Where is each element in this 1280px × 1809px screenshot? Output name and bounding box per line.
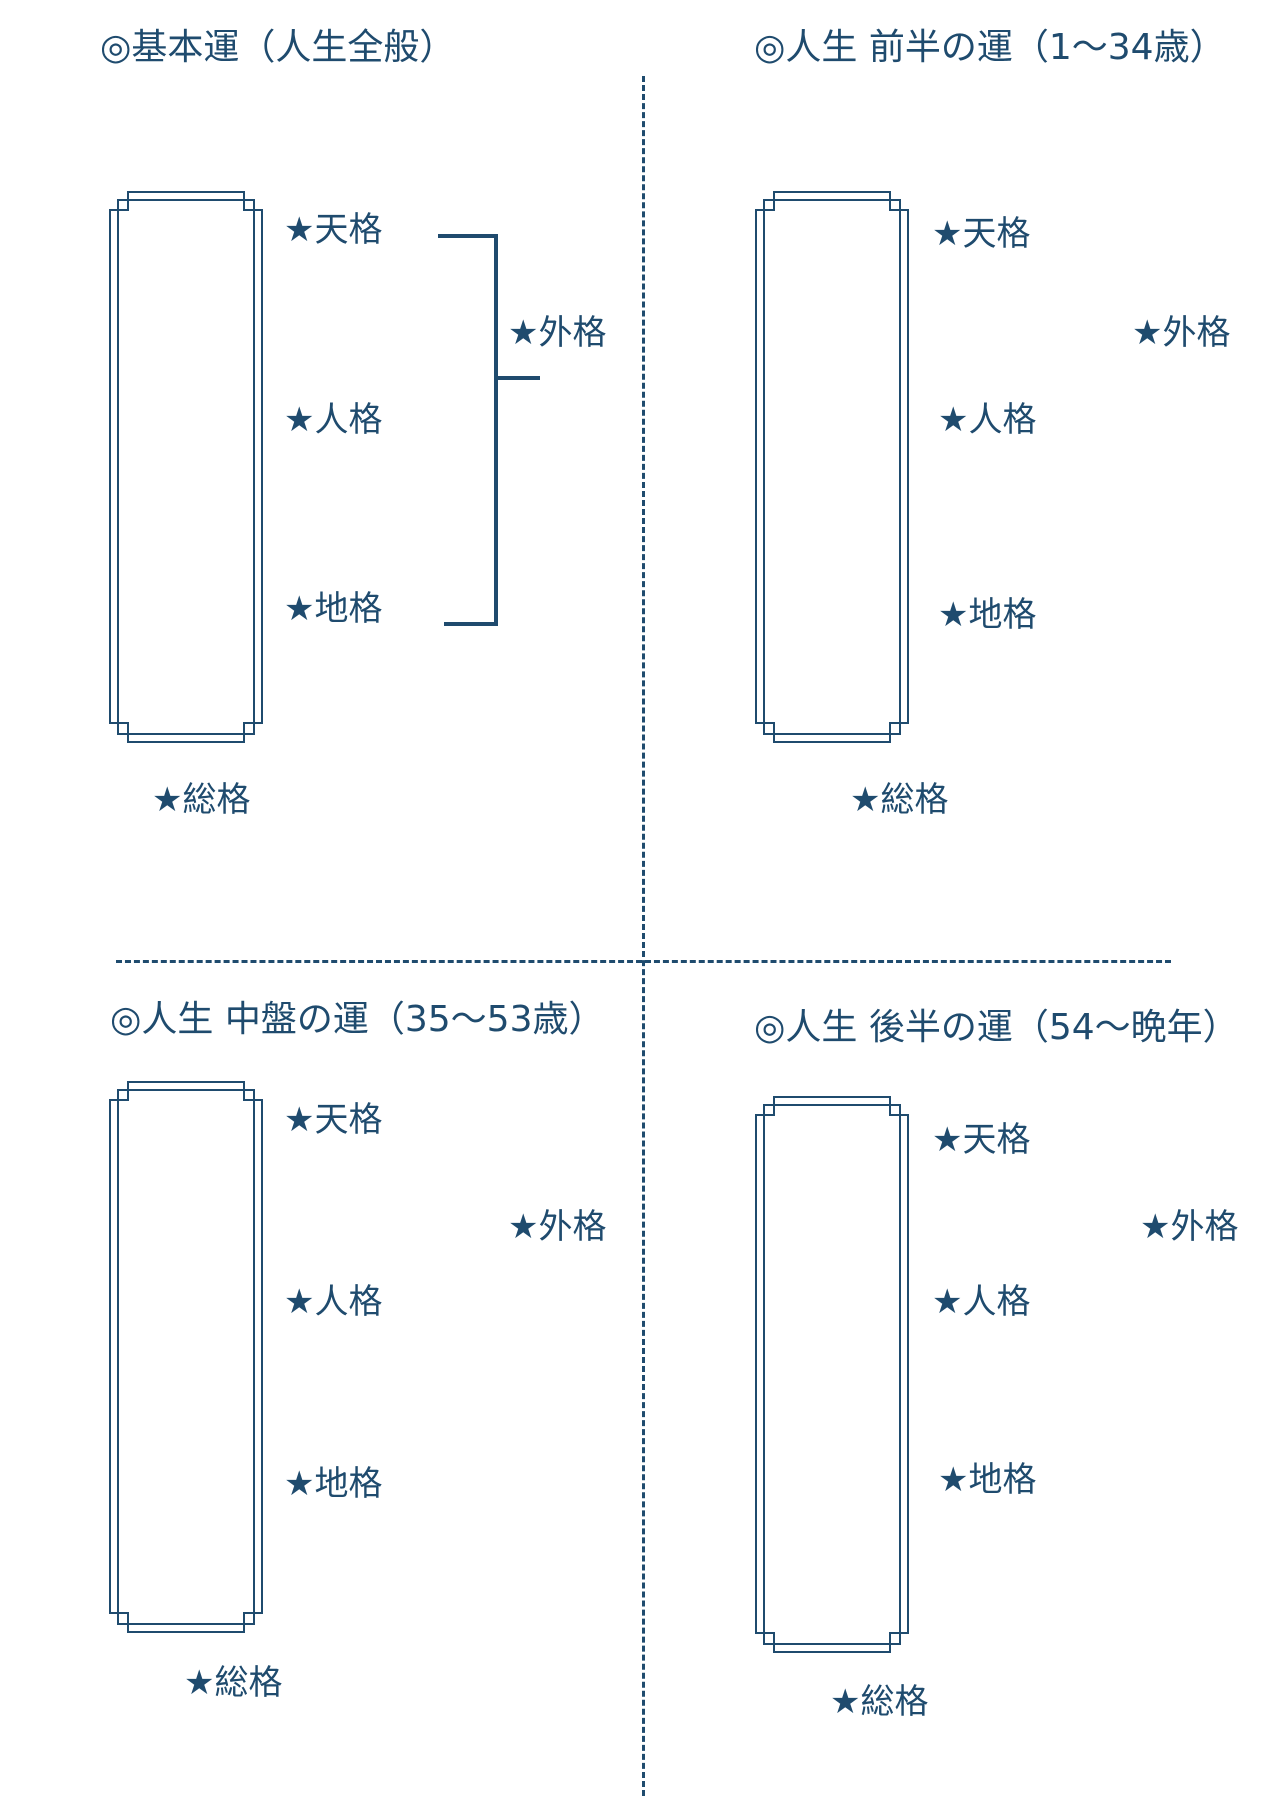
name-frame-middle (106, 1080, 266, 1635)
label-jinkaku-late: ★人格 (932, 1282, 1031, 1322)
label-soukaku-early: ★総格 (850, 780, 949, 820)
label-soukaku-middle: ★総格 (184, 1663, 283, 1703)
label-gaikaku-early: ★外格 (1132, 313, 1231, 353)
gaikaku-bracket (436, 232, 546, 632)
label-gaikaku-late: ★外格 (1140, 1207, 1239, 1247)
section-title-basic: ◎基本運（人生全般） (100, 27, 456, 68)
label-jinkaku-middle: ★人格 (284, 1282, 383, 1322)
horizontal-divider (116, 960, 1171, 963)
label-tenkaku-basic: ★天格 (284, 210, 383, 250)
section-title-late: ◎人生 後半の運（54〜晩年） (754, 1007, 1239, 1048)
label-chikaku-late: ★地格 (938, 1460, 1037, 1500)
label-jinkaku-early: ★人格 (938, 400, 1037, 440)
label-soukaku-late: ★総格 (830, 1682, 929, 1722)
label-tenkaku-late: ★天格 (932, 1120, 1031, 1160)
label-tenkaku-early: ★天格 (932, 214, 1031, 254)
label-chikaku-basic: ★地格 (284, 589, 383, 629)
label-chikaku-early: ★地格 (938, 595, 1037, 635)
name-frame-late (752, 1095, 912, 1655)
section-title-early: ◎人生 前半の運（1〜34歳） (754, 27, 1226, 68)
label-gaikaku-basic: ★外格 (508, 313, 607, 353)
name-frame-early (752, 190, 912, 745)
label-jinkaku-basic: ★人格 (284, 400, 383, 440)
name-frame-basic (106, 190, 266, 745)
label-tenkaku-middle: ★天格 (284, 1100, 383, 1140)
label-soukaku-basic: ★総格 (152, 780, 251, 820)
label-gaikaku-middle: ★外格 (508, 1207, 607, 1247)
section-title-middle: ◎人生 中盤の運（35〜53歳） (110, 999, 605, 1040)
label-chikaku-middle: ★地格 (284, 1464, 383, 1504)
vertical-divider (642, 76, 645, 1796)
